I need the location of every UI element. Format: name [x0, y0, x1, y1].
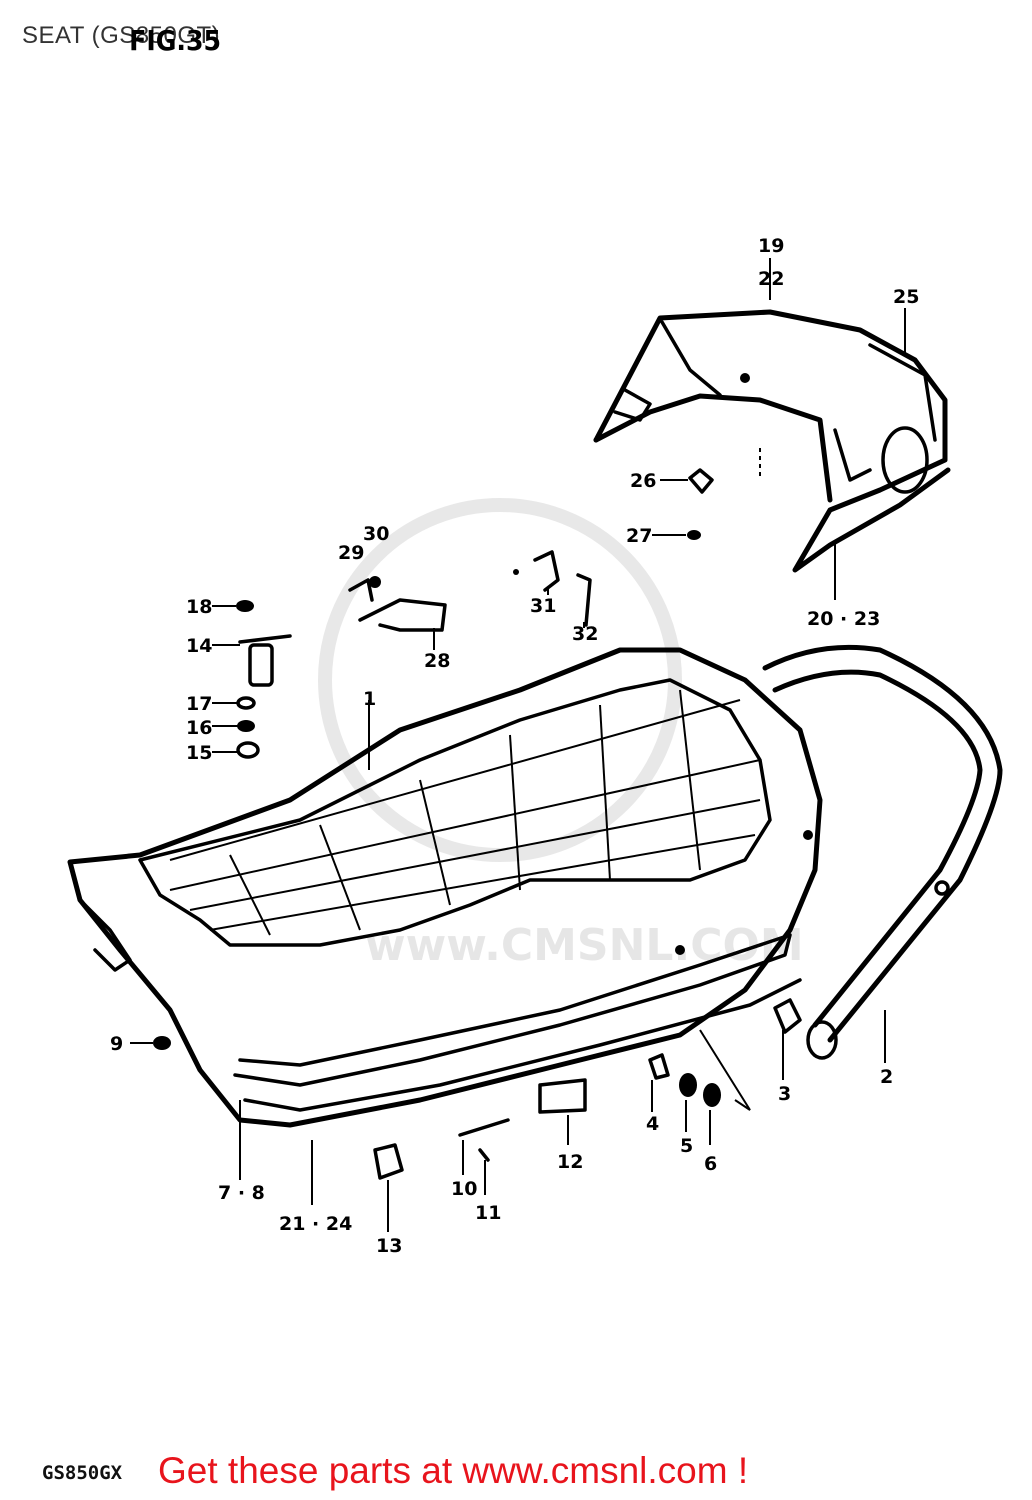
main-seat	[67, 647, 823, 1128]
model-code: GS850GX	[42, 1462, 123, 1484]
callout-31: 31	[530, 595, 556, 617]
callout-18: 18	[186, 596, 212, 618]
callout-11: 11	[475, 1202, 501, 1224]
callout-13: 13	[376, 1235, 402, 1257]
callout-20-23: 20 · 23	[807, 608, 880, 630]
figure-label: FIG.35	[129, 24, 222, 57]
callout-32: 32	[572, 623, 598, 645]
watermark-logo: www.CMSNL.COM	[318, 498, 804, 971]
callout-14: 14	[186, 635, 212, 657]
callout-17: 17	[186, 693, 212, 715]
callout-5: 5	[680, 1135, 693, 1157]
callout-7-8: 7 · 8	[218, 1182, 265, 1204]
rear-seat-cowl	[593, 309, 951, 573]
callout-27: 27	[626, 525, 652, 547]
callout-22: 22	[758, 268, 784, 290]
callout-21-24: 21 · 24	[279, 1213, 352, 1235]
callout-30: 30	[363, 523, 389, 545]
callout-29: 29	[338, 542, 364, 564]
grab-rail	[762, 644, 1003, 1060]
callout-2: 2	[880, 1066, 893, 1088]
callout-25: 25	[893, 286, 919, 308]
seat-hardware	[153, 468, 802, 1180]
callout-19: 19	[758, 235, 784, 257]
callout-10: 10	[451, 1178, 477, 1200]
watermark-text: www.CMSNL.COM	[365, 920, 804, 971]
callout-labels: 19 22 25 26 27 20 · 23 30 29 31 32 28 1 …	[110, 235, 919, 1257]
callout-16: 16	[186, 717, 212, 739]
callout-15: 15	[186, 742, 212, 764]
cmsnl-parts-link[interactable]: Get these parts at www.cmsnl.com !	[158, 1450, 749, 1491]
page-title: SEAT (GS850GT)	[22, 22, 221, 49]
callout-26: 26	[630, 470, 656, 492]
callout-1: 1	[363, 688, 376, 710]
callout-28: 28	[424, 650, 450, 672]
callout-4: 4	[646, 1113, 659, 1135]
callout-3: 3	[778, 1083, 791, 1105]
callout-6: 6	[704, 1153, 717, 1175]
leader-lines	[130, 258, 906, 1232]
callout-9: 9	[110, 1033, 123, 1055]
callout-12: 12	[557, 1151, 583, 1173]
